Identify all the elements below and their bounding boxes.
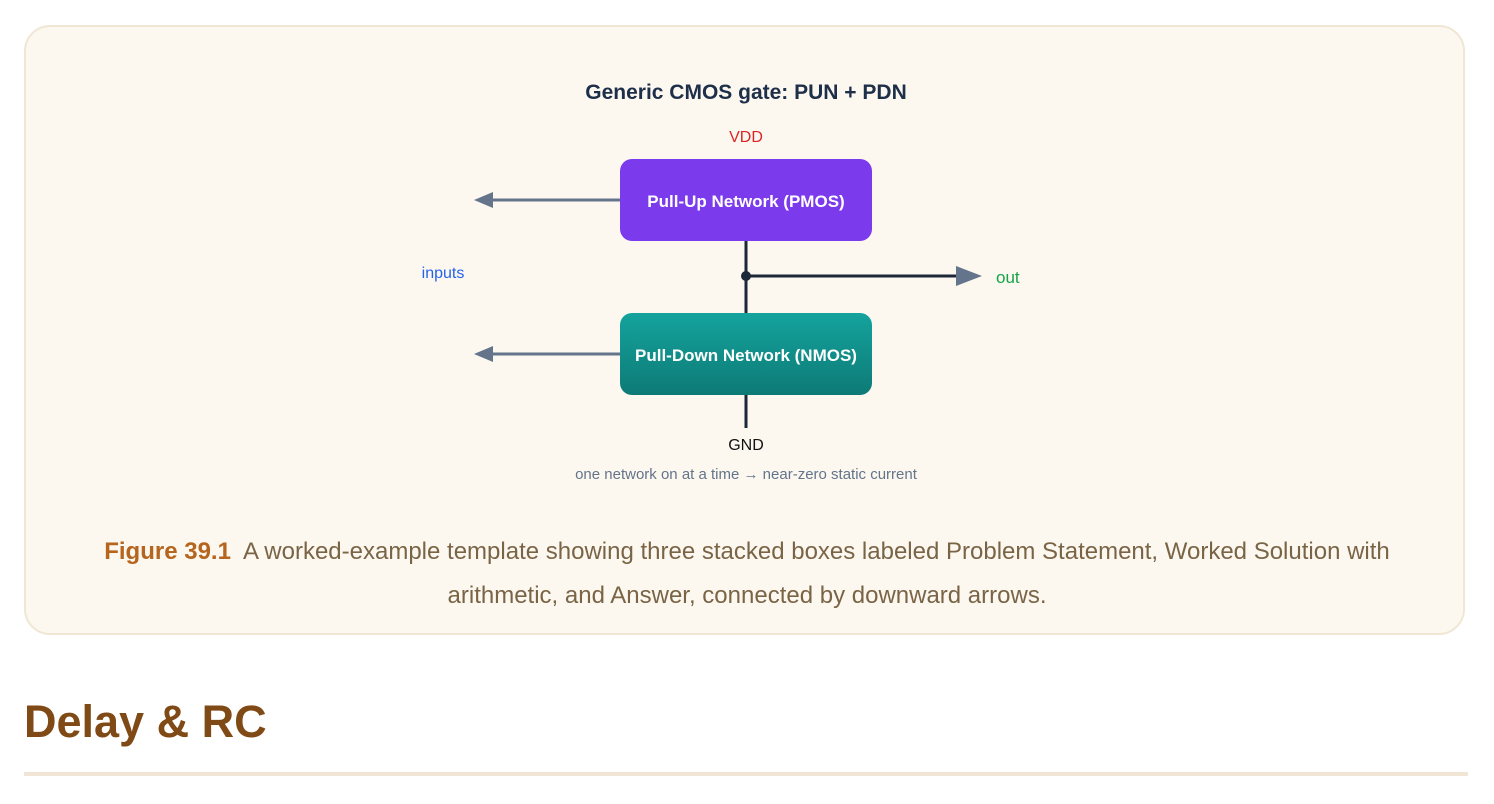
diagram-title: Generic CMOS gate: PUN + PDN <box>585 81 907 104</box>
section-heading: Delay & RC <box>24 696 267 747</box>
figure-caption-text: A worked-example template showing three … <box>242 538 1390 609</box>
static-current-note: one network on at a time → near-zero sta… <box>575 466 918 483</box>
pull-up-network-box <box>620 159 872 241</box>
inputs-label: inputs <box>422 265 465 282</box>
cmos-gate-diagram: Generic CMOS gate: PUN + PDN VDD Pull-Up… <box>422 81 1020 483</box>
section-divider <box>24 772 1468 776</box>
gnd-label: GND <box>728 437 764 454</box>
output-arrow <box>746 266 982 286</box>
figure-caption: Figure 39.1 A worked-example template sho… <box>90 530 1404 618</box>
pun-input-arrow <box>474 192 620 208</box>
figure-number: Figure 39.1 <box>104 538 231 565</box>
out-label: out <box>996 268 1020 287</box>
pull-down-network-label: Pull-Down Network (NMOS) <box>635 346 857 365</box>
pdn-input-arrow <box>474 346 620 362</box>
pull-down-network-box <box>620 313 872 395</box>
vdd-label: VDD <box>729 129 763 146</box>
pull-up-network-label: Pull-Up Network (PMOS) <box>647 192 844 211</box>
